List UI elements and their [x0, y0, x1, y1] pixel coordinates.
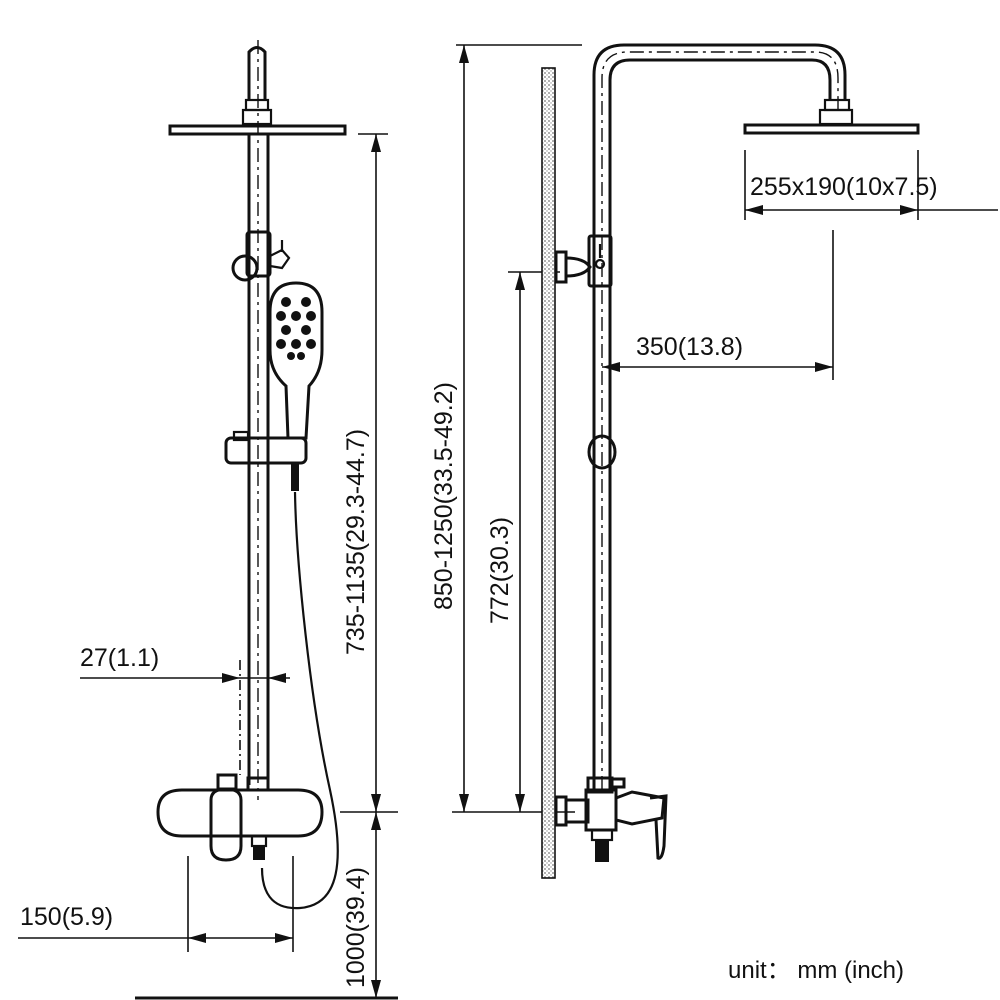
- wall-hatch: [541, 67, 556, 879]
- side-view: 255x190(10x7.5) 350(13.8): [541, 43, 998, 879]
- diameter-label: 27(1.1): [80, 644, 159, 672]
- unit-label: unit： mm (inch): [728, 957, 904, 984]
- mixer-width-label: 150(5.9): [20, 903, 113, 931]
- total-height-label: 850-1250(33.5-49.2): [430, 382, 458, 610]
- hand-shower-nozzles: [276, 297, 316, 360]
- arm-reach-label: 350(13.8): [636, 333, 743, 361]
- floor-height-label: 1000(39.4): [342, 867, 370, 988]
- slide-bar-length-label: 772(30.3): [486, 517, 514, 624]
- front-view: 27(1.1) 150(5.9) 735-1135(29.3-44.7) 100…: [18, 40, 398, 1000]
- head-size-label: 255x190(10x7.5): [750, 173, 938, 201]
- rail-height-label: 735-1135(29.3-44.7): [342, 429, 370, 655]
- height-dimensions: 850-1250(33.5-49.2) 772(30.3): [430, 44, 582, 813]
